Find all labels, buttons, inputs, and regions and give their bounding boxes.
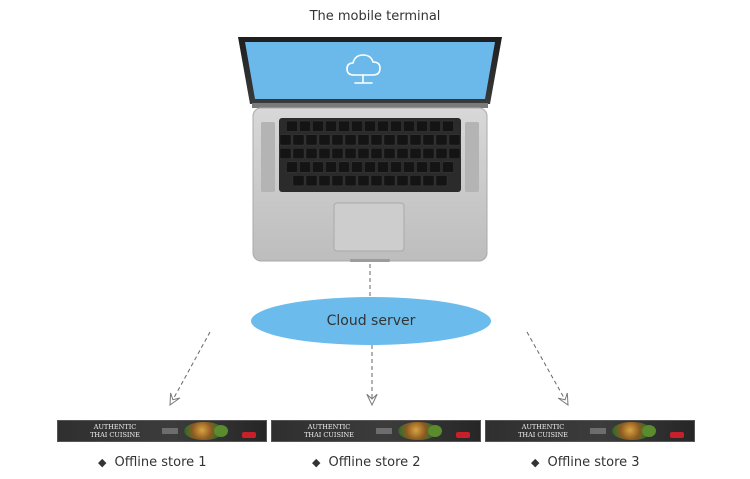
cloud-server-label: Cloud server xyxy=(326,313,416,329)
dashed-connector-3 xyxy=(526,331,569,406)
diamond-bullet-icon: ◆ xyxy=(312,456,321,469)
cloud-server-node xyxy=(251,297,491,345)
store-label-2: ◆Offline store 2 xyxy=(312,455,421,470)
store-label-3: ◆Offline store 3 xyxy=(531,455,640,470)
store-banner-1: AUTHENTIC THAI CUISINE xyxy=(57,420,267,442)
arrow-head-icon xyxy=(169,392,181,407)
diamond-bullet-icon: ◆ xyxy=(531,456,540,469)
laptop-icon xyxy=(238,37,502,262)
banner-text: AUTHENTIC THAI CUISINE xyxy=(304,423,354,439)
dashed-connector-1 xyxy=(169,331,211,406)
banner-text: AUTHENTIC THAI CUISINE xyxy=(518,423,568,439)
store-label-1: ◆Offline store 1 xyxy=(98,455,207,470)
arrow-head-icon xyxy=(366,393,378,407)
banner-text: AUTHENTIC THAI CUISINE xyxy=(90,423,140,439)
store-banner-2: AUTHENTIC THAI CUISINE xyxy=(271,420,481,442)
diagram-title: The mobile terminal xyxy=(309,9,441,24)
connector-arrows xyxy=(169,331,569,407)
store-banner-3: AUTHENTIC THAI CUISINE xyxy=(485,420,695,442)
cloud-network-icon xyxy=(346,54,381,84)
arrow-head-icon xyxy=(557,392,569,407)
diamond-bullet-icon: ◆ xyxy=(98,456,107,469)
